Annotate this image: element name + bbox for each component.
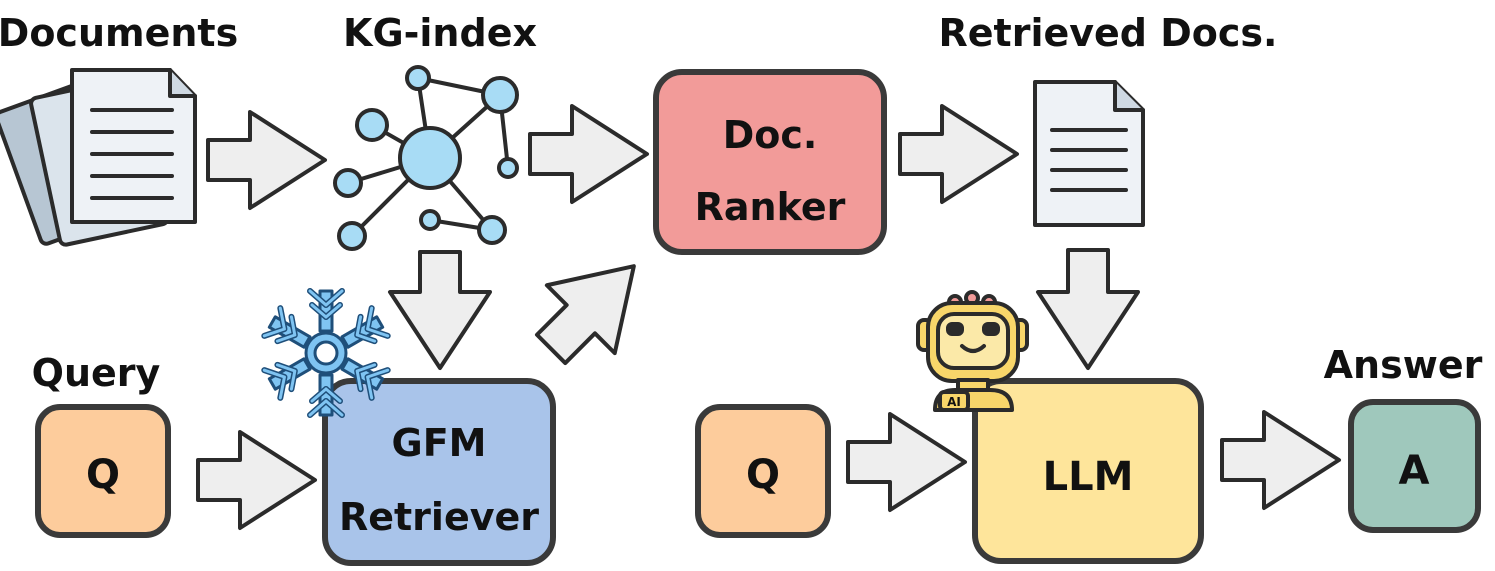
gfm-retriever-label-line2: Retriever bbox=[339, 495, 539, 539]
answer-box-label: A bbox=[1399, 448, 1430, 494]
llm-box bbox=[972, 378, 1204, 564]
documents-stack-icon bbox=[0, 68, 197, 247]
arrow-kg-to-gfm bbox=[388, 250, 492, 370]
arrow-documents-to-kg bbox=[206, 110, 327, 210]
answer-label: Answer bbox=[1324, 343, 1483, 387]
documents-label: Documents bbox=[0, 11, 238, 55]
doc-ranker-box bbox=[653, 69, 887, 255]
query-box-left-label: Q bbox=[86, 452, 120, 498]
kg-index-label: KG-index bbox=[343, 11, 537, 55]
arrow-docs-to-llm bbox=[1036, 248, 1140, 370]
query-label: Query bbox=[32, 351, 161, 395]
arrow-kg-to-ranker bbox=[528, 104, 649, 204]
snowflake-icon bbox=[264, 288, 387, 415]
retrieved-docs-label: Retrieved Docs. bbox=[939, 11, 1278, 55]
doc-ranker-label-line1: Doc. bbox=[723, 113, 818, 157]
llm-label: LLM bbox=[1043, 454, 1134, 500]
knowledge-graph-icon bbox=[333, 65, 519, 251]
retrieved-document-icon bbox=[1033, 80, 1145, 227]
query-box-right bbox=[695, 404, 831, 538]
robot-icon: AI bbox=[916, 290, 1029, 412]
doc-ranker-label-line2: Ranker bbox=[695, 185, 846, 229]
arrow-ranker-to-docs bbox=[898, 104, 1019, 204]
robot-badge-text: AI bbox=[947, 395, 961, 409]
gfm-retriever-label-line1: GFM bbox=[392, 421, 487, 465]
answer-box bbox=[1348, 399, 1481, 533]
arrow-q-to-llm bbox=[846, 412, 967, 512]
arrow-query-to-gfm bbox=[196, 430, 317, 530]
arrow-llm-to-answer bbox=[1220, 410, 1341, 510]
query-box-left bbox=[35, 404, 171, 538]
arrow-gfm-to-ranker bbox=[534, 264, 636, 366]
gfm-retriever-box bbox=[322, 378, 556, 566]
query-box-right-label: Q bbox=[746, 452, 780, 498]
